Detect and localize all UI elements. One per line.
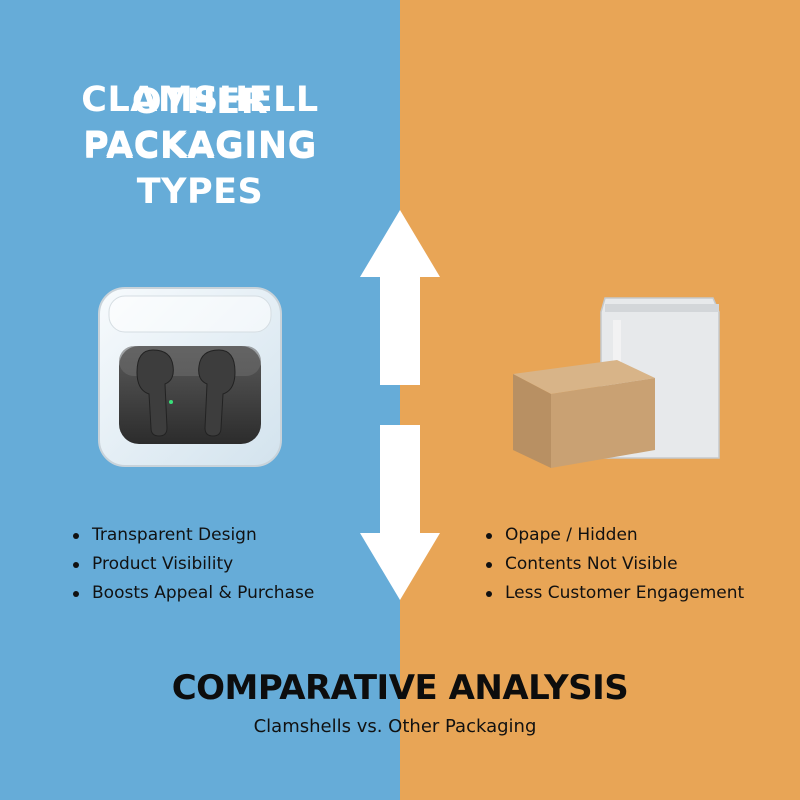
up-down-arrows-icon <box>360 210 440 600</box>
clamshell-features-list: Transparent Design Product Visibility Bo… <box>70 521 314 608</box>
list-item: Less Customer Engagement <box>483 579 744 608</box>
list-item: Product Visibility <box>70 550 314 579</box>
page-title: COMPARATIVE ANALYSIS <box>171 668 629 708</box>
page-subtitle: Clamshells vs. Other Packaging <box>253 716 537 737</box>
list-item: Opape / Hidden <box>483 521 744 550</box>
clamshell-heading-line: CLAMSHELL <box>81 80 319 120</box>
box-and-pouch-icon <box>513 297 720 468</box>
other-packaging-features-list: Opape / Hidden Contents Not Visible Less… <box>483 521 744 608</box>
other-heading-line: OTHER <box>131 82 269 122</box>
other-heading-line: PACKAGING <box>83 127 317 167</box>
earbuds-clamshell-icon <box>98 287 282 467</box>
clamshell-heading-line: PACKAGING <box>83 125 317 165</box>
list-item: Contents Not Visible <box>483 550 744 579</box>
list-item: Boosts Appeal & Purchase <box>70 579 314 608</box>
other-heading-line: TYPES <box>136 172 264 212</box>
clamshell-heading: CLAMSHELL PACKAGING <box>0 78 400 168</box>
list-item: Transparent Design <box>70 521 314 550</box>
other-packaging-heading: OTHER PACKAGING TYPES <box>0 80 400 215</box>
